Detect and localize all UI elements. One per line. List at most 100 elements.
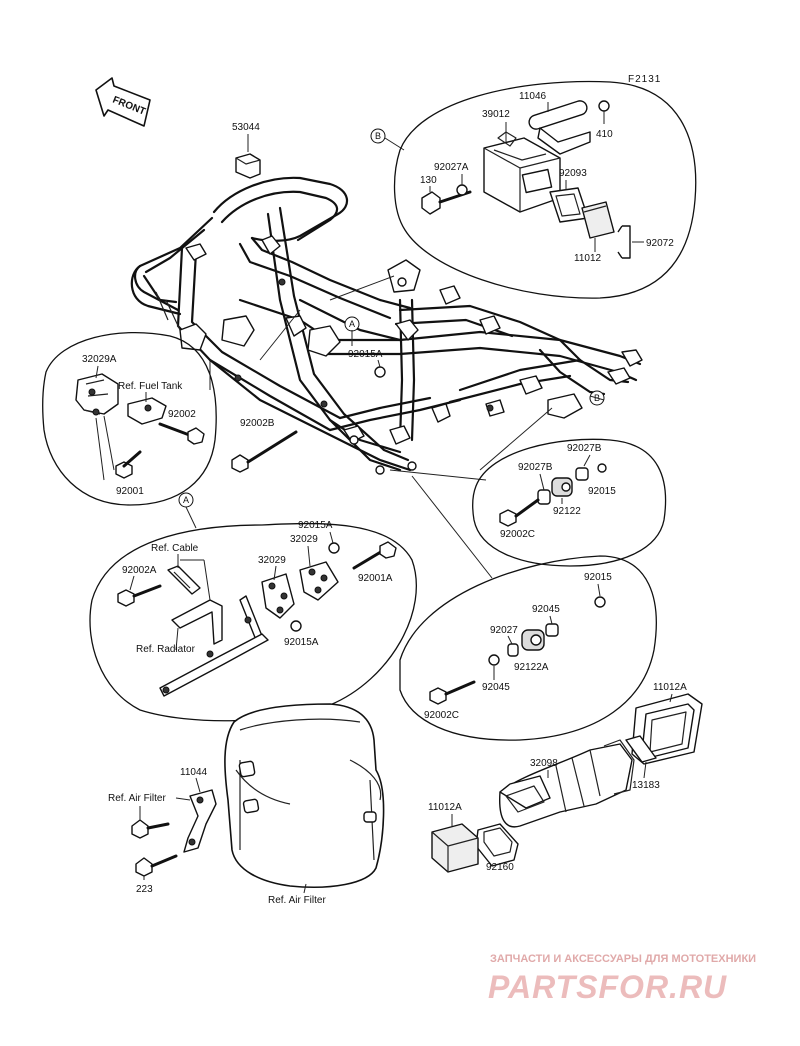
part-92027 — [507, 643, 519, 657]
part-number-92002: 92002 — [168, 409, 196, 420]
balloon-92122a — [399, 555, 657, 741]
ref-air-filter-top: Ref. Air Filter — [108, 793, 166, 804]
part-11012 — [581, 201, 615, 239]
part-92015-r — [597, 463, 607, 473]
part-32029-plate — [261, 573, 295, 619]
part-92015a-frame — [374, 366, 386, 378]
part-number-13183: 13183 — [632, 780, 660, 791]
part-screw-upper — [131, 819, 170, 839]
front-arrow-icon: FRONT — [95, 77, 151, 127]
part-number-92027b-top: 92027B — [567, 443, 602, 454]
part-ref-fuel-tank-bracket — [127, 397, 167, 425]
part-number-92015a-mid: 92015A — [298, 520, 333, 531]
part-number-92027b: 92027B — [518, 462, 553, 473]
ref-fuel-tank: Ref. Fuel Tank — [118, 381, 183, 392]
part-92002c-b — [429, 680, 476, 705]
part-number-92015-r: 92015 — [588, 486, 616, 497]
part-number-92045-b: 92045 — [482, 682, 510, 693]
part-number-92002b: 92002B — [240, 418, 275, 429]
part-53044 — [235, 153, 261, 179]
balloon-fuel-tank — [42, 331, 217, 506]
part-number-92001a: 92001A — [358, 573, 393, 584]
part-number-11046: 11046 — [519, 91, 547, 102]
figure-code: F2131 — [628, 74, 661, 85]
balloon-b-top — [393, 80, 697, 299]
part-number-92015a-top: 92015A — [348, 349, 383, 360]
part-92002 — [158, 422, 205, 445]
part-number-53044: 53044 — [232, 122, 260, 133]
part-number-92002c-b: 92002C — [424, 710, 459, 721]
part-410 — [598, 100, 610, 112]
part-number-32029-b: 32029 — [258, 555, 286, 566]
part-number-92045-a: 92045 — [532, 604, 560, 615]
part-92001a — [352, 541, 397, 570]
circle-a-balloon: A — [178, 492, 194, 508]
part-32029-plate-2 — [299, 561, 339, 601]
svg-text:B: B — [375, 131, 381, 141]
part-number-11012: 11012 — [574, 253, 602, 264]
watermark-tagline: ЗАПЧАСТИ И АКСЕССУАРЫ ДЛЯ МОТОТЕХНИКИ — [490, 953, 756, 965]
part-number-92093: 92093 — [559, 168, 587, 179]
part-ref-cable-clamp — [167, 565, 201, 595]
part-92160 — [475, 823, 519, 867]
part-number-92002a: 92002A — [122, 565, 157, 576]
part-number-92027: 92027 — [490, 625, 518, 636]
ref-cable: Ref. Cable — [151, 543, 199, 554]
part-92001 — [115, 450, 142, 479]
ref-air-filter-bottom: Ref. Air Filter — [268, 895, 326, 906]
svg-text:A: A — [349, 319, 355, 329]
part-number-92160: 92160 — [486, 862, 514, 873]
part-92045-a — [545, 623, 559, 637]
part-92015a-low — [290, 620, 302, 632]
frame — [130, 176, 643, 475]
part-92027b-2 — [575, 467, 589, 481]
part-number-32029a: 32029A — [82, 354, 117, 365]
part-92122 — [551, 477, 573, 497]
part-number-11012a-low: 11012A — [428, 802, 462, 813]
part-32098 — [499, 739, 635, 828]
part-number-92015-b: 92015 — [584, 572, 612, 583]
watermark: ЗАПЧАСТИ И АКСЕССУАРЫ ДЛЯ МОТОТЕХНИКИ PA… — [488, 953, 756, 1005]
part-number-92072: 92072 — [646, 238, 674, 249]
part-92122a — [521, 629, 545, 651]
part-number-92122a: 92122A — [514, 662, 549, 673]
part-radiator-bracket — [159, 595, 269, 697]
balloon-a-radiator — [89, 522, 417, 722]
part-92093 — [549, 187, 589, 223]
air-filter-housing — [224, 703, 385, 888]
part-number-130: 130 — [420, 175, 437, 186]
part-number-11044: 11044 — [180, 767, 208, 778]
part-number-39012: 39012 — [482, 109, 510, 120]
part-92027b-washer — [537, 489, 551, 505]
part-11012a-low — [431, 823, 479, 873]
part-39012 — [483, 131, 561, 213]
part-number-92122: 92122 — [553, 506, 581, 517]
part-number-92027a: 92027A — [434, 162, 469, 173]
part-number-11012a-top: 11012A — [653, 682, 687, 693]
part-13183 — [625, 735, 657, 763]
part-number-32098: 32098 — [530, 758, 558, 769]
ref-radiator: Ref. Radiator — [136, 644, 196, 655]
part-92027a — [456, 184, 468, 196]
part-92015a-mid — [328, 542, 340, 554]
part-11012a-top — [631, 693, 703, 765]
part-number-92002c-a: 92002C — [500, 529, 535, 540]
part-11046 — [528, 100, 591, 155]
part-11044 — [183, 789, 217, 853]
part-number-223: 223 — [136, 884, 153, 895]
part-92002b — [231, 430, 298, 473]
watermark-brand: PARTSFOR.RU — [488, 969, 727, 1005]
part-92002a — [117, 584, 162, 607]
part-number-410: 410 — [596, 129, 613, 140]
part-number-92001: 92001 — [116, 486, 144, 497]
part-92002c-a — [499, 498, 540, 527]
part-number-32029-a: 32029 — [290, 534, 318, 545]
part-92045-b — [488, 654, 500, 666]
part-number-92015a-low: 92015A — [284, 637, 319, 648]
svg-text:A: A — [183, 495, 189, 505]
part-223 — [135, 854, 178, 877]
circle-b-top: B — [370, 128, 386, 144]
balloon-92027b — [472, 438, 667, 567]
part-92072 — [617, 225, 631, 259]
